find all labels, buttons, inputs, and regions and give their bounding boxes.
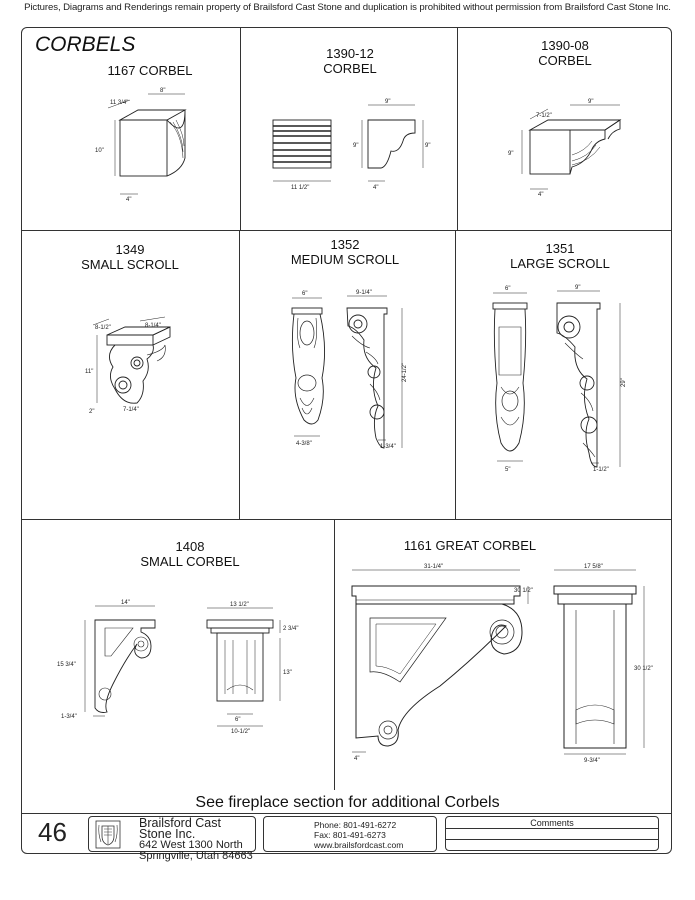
product-code: 1390-08 <box>541 38 589 53</box>
product-title-1349: 1349 SMALL SCROLL <box>70 242 190 272</box>
row-divider-2 <box>21 519 672 520</box>
contact-info: Phone: 801-491-6272 Fax: 801-491-6273 ww… <box>314 820 403 850</box>
dim-label: 1-3/4" <box>380 444 396 450</box>
dim-label: 30 1/2" <box>634 666 653 672</box>
drawing-1390-12-corbel: 9" 9" 9" 11 1/2" 4" <box>265 95 440 195</box>
product-title-1390-08: 1390-08 CORBEL <box>505 38 625 68</box>
dim-label: 8-1/4" <box>145 323 161 329</box>
product-name: MEDIUM SCROLL <box>290 252 400 267</box>
drawing-1351-large-scroll: 6" 9" 29" 5" 1-1/2" <box>485 283 645 478</box>
product-title-1161: 1161 GREAT CORBEL <box>403 538 537 553</box>
dim-label: 5" <box>505 467 510 473</box>
dim-label: 10" <box>95 148 104 154</box>
drawing-1167-corbel: 11 3/4" 8" 10" 4" <box>90 80 200 210</box>
dim-label: 29" <box>621 378 627 387</box>
col-divider-r1b <box>457 27 458 230</box>
col-divider-r3 <box>334 519 335 790</box>
crest-icon <box>95 820 121 849</box>
dim-label: 24-1/2" <box>402 363 408 382</box>
row-divider-1 <box>21 230 672 231</box>
product-title-1408: 1408 SMALL CORBEL <box>120 539 260 569</box>
address-line-2: Springville, Utah 84663 <box>139 850 253 862</box>
dim-label: 9-3/4" <box>584 758 600 764</box>
dim-label: 2" <box>89 409 94 415</box>
product-code: 1352 <box>330 237 360 252</box>
dim-label: 1-3/4" <box>61 714 77 720</box>
dim-label: 9-1/4" <box>356 290 372 296</box>
dim-label: 6" <box>505 286 510 292</box>
contact-box: Phone: 801-491-6272 Fax: 801-491-6273 ww… <box>263 816 437 852</box>
drawing-1349-small-scroll: 8-1/2" 8-1/4" 11" 2" 7-1/4" <box>85 315 190 425</box>
drawing-1390-08-corbel: 7-1/2" 9" 9" 4" <box>500 95 650 205</box>
dim-label: 4" <box>126 197 131 203</box>
dim-label: 11 1/2" <box>291 185 309 191</box>
dim-label: 13" <box>283 670 292 676</box>
see-more-note: See fireplace section for additional Cor… <box>195 794 500 811</box>
dim-label: 4-3/8" <box>296 441 312 447</box>
address-line-1: 642 West 1300 North <box>139 839 243 851</box>
dim-label: 14" <box>121 600 130 606</box>
dim-label: 6" <box>302 291 307 297</box>
dim-label: 4" <box>538 192 543 198</box>
dim-label: 31-1/4" <box>424 564 443 570</box>
product-code: 1349 <box>115 242 145 257</box>
catalog-frame <box>21 27 672 854</box>
product-code: 1408 <box>175 539 205 554</box>
dim-label: 10-1/2" <box>231 729 250 735</box>
dim-label: 1-1/2" <box>593 467 609 473</box>
product-name: CORBEL <box>323 61 377 76</box>
section-title: CORBELS <box>35 33 136 56</box>
dim-label: 15 3/4" <box>57 662 76 668</box>
comments-box: Comments <box>445 816 659 851</box>
product-title-1390-12: 1390-12 CORBEL <box>290 46 410 76</box>
dim-label: 2 3/4" <box>283 626 298 632</box>
product-code: 1390-12 <box>326 46 374 61</box>
product-code: 1351 <box>545 241 575 256</box>
website-link[interactable]: www.brailsfordcast.com <box>314 840 404 850</box>
comments-rule <box>446 828 658 829</box>
comments-rule <box>446 839 658 840</box>
product-name: LARGE SCROLL <box>510 256 610 271</box>
dim-label: 9" <box>588 99 593 105</box>
dim-label: 9" <box>353 143 358 149</box>
company-name: Brailsford Cast Stone Inc. <box>139 816 221 841</box>
dim-label: 13 1/2" <box>230 602 249 608</box>
copyright-notice: Pictures, Diagrams and Renderings remain… <box>24 2 671 13</box>
dim-label: 9" <box>508 151 513 157</box>
dim-label: 11" <box>85 369 93 375</box>
dim-label: 9" <box>385 99 390 105</box>
dim-label: 4" <box>373 185 378 191</box>
company-box: Brailsford Cast Stone Inc. 642 West 1300… <box>88 816 256 862</box>
company-address: Brailsford Cast Stone Inc. 642 West 1300… <box>139 816 255 862</box>
product-title-1351: 1351 LARGE SCROLL <box>495 241 625 271</box>
dim-label: 9" <box>425 143 430 149</box>
product-name: SMALL SCROLL <box>81 257 179 272</box>
dim-label: 30 1/2" <box>514 588 533 594</box>
dim-label: 6" <box>235 717 240 723</box>
col-divider-r2a <box>239 230 240 519</box>
drawing-1408-small-corbel: 14" 15 3/4" 1-3/4" 13 1/2" 2 3/4" 13" 6"… <box>55 600 305 735</box>
dim-label: 7-1/2" <box>536 113 552 119</box>
dim-label: 9" <box>575 285 580 291</box>
dim-label: 17 5/8" <box>584 564 603 570</box>
dim-label: 7-1/4" <box>123 407 139 413</box>
product-name: CORBEL <box>538 53 592 68</box>
phone-number: Phone: 801-491-6272 <box>314 820 397 830</box>
col-divider-r2b <box>455 230 456 519</box>
drawing-1161-great-corbel: 31-1/4" 30 1/2" 4" 17 5/8" 30 1/2" 9-3/4… <box>342 560 662 770</box>
dim-label: 11 3/4" <box>110 100 128 106</box>
drawing-1352-medium-scroll: 6" 9-1/4" 24-1/2" 4-3/8" 1-3/4" <box>282 288 432 453</box>
product-title-1352: 1352 MEDIUM SCROLL <box>270 237 420 267</box>
page-number: 46 <box>38 817 67 847</box>
footer-divider <box>21 813 672 814</box>
dim-label: 8" <box>160 88 165 94</box>
product-name: SMALL CORBEL <box>140 554 240 569</box>
dim-label: 4" <box>354 756 359 762</box>
col-divider-r1a <box>240 27 241 230</box>
product-title-1167: 1167 CORBEL <box>107 63 193 78</box>
fax-number: Fax: 801-491-6273 <box>314 830 386 840</box>
dim-label: 8-1/2" <box>95 325 111 331</box>
comments-label: Comments <box>530 818 574 828</box>
